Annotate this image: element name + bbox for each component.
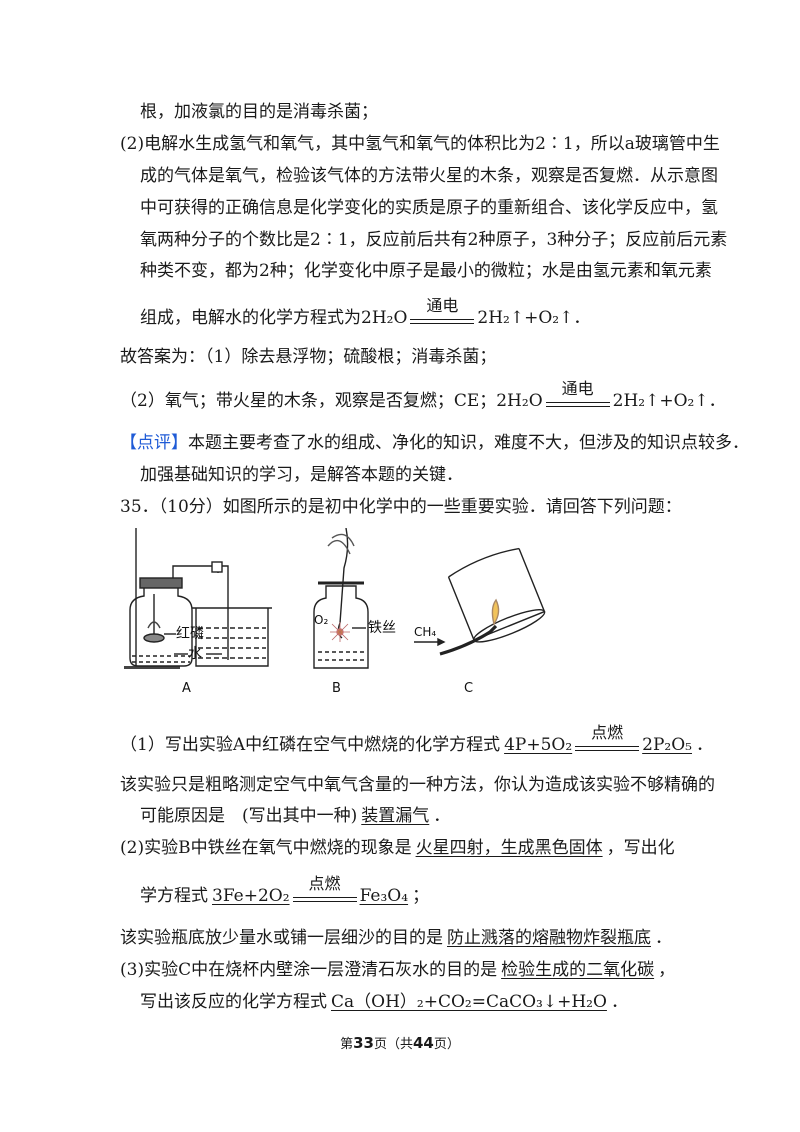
reaction-arrow: 通电 (544, 379, 612, 413)
reaction-arrow: 点燃 (291, 874, 359, 908)
text-segment: 学方程式 (140, 886, 208, 906)
caption-c: C (464, 681, 473, 696)
question-title: 35．（10分）如图所示的是初中化学中的一些重要实验．请回答下列问题： (120, 497, 682, 517)
text-segment: (2)实验B中铁丝在氧气中燃烧的现象是 (120, 838, 412, 858)
clamp (211, 561, 223, 573)
reaction-condition: 点燃 (591, 723, 624, 742)
reaction-arrow: 通电 (408, 296, 476, 330)
label-red-phosphorus: 红磷 (176, 626, 204, 642)
text-segment: ． (696, 735, 713, 755)
text-line: 氧两种分子的个数比是2∶1，反应前后共有2种原子，3种分子；反应前后元素 (140, 230, 728, 250)
text-segment: 该实验瓶底放少量水或铺一层细沙的目的是 (120, 928, 443, 948)
text-line: 根，加液氯的目的是消毒杀菌； (140, 102, 378, 122)
caption-b: B (332, 681, 341, 696)
beaker-a (195, 608, 269, 667)
text-line: (2)电解水生成氢气和氧气，其中氢气和氧气的体积比为2∶1，所以a玻璃管中生 (120, 134, 720, 154)
answer-blank: 防止溅落的熔融物炸裂瓶底 (447, 928, 651, 948)
label-ch4: CH₄ (414, 625, 436, 639)
answer-blank: 火星四射，生成黑色固体 (415, 838, 603, 858)
text-segment: ，写出化 (606, 838, 675, 858)
reaction-arrow: 点燃 (573, 723, 641, 757)
question-line: 可能原因是 (写出其中一种)装置漏气． (140, 804, 450, 828)
text-segment: ． (610, 992, 628, 1012)
answer-blank: 检验生成的二氧化碳 (501, 960, 655, 980)
stopper (139, 577, 183, 589)
footer-text: 第 (340, 1037, 354, 1052)
reaction-condition: 通电 (561, 379, 594, 398)
question-line: 该实验瓶底放少量水或铺一层细沙的目的是防止溅落的熔融物炸裂瓶底． (120, 926, 672, 950)
question-line: (2)实验B中铁丝在氧气中燃烧的现象是火星四射，生成黑色固体，写出化 (120, 836, 675, 860)
equation-left: 3Fe+2O₂ (212, 886, 290, 906)
text-segment: 组成，电解水的化学方程式为2H₂O (140, 308, 408, 328)
equation-line: （2）氧气；带火星的木条，观察是否复燃；CE；2H₂O 通电 2H₂↑+O₂↑． (120, 379, 726, 413)
answer-blank: 4P+5O₂ 点燃 2P₂O₅ (500, 723, 696, 757)
beaker-c (447, 547, 546, 643)
iron-wire (339, 528, 349, 624)
label-oxygen: O₂ (314, 613, 328, 627)
equation-right: 2P₂O₅ (642, 735, 692, 755)
text-line: 种类不变，都为2种；化学变化中原子是最小的微粒；水是由氢元素和氧元素 (140, 261, 712, 281)
ch4-tube (439, 624, 498, 656)
text-segment: ； (412, 886, 430, 906)
answer-blank: 装置漏气 (361, 806, 430, 826)
text-line: 加强基础知识的学习，是解答本题的关键． (140, 465, 463, 485)
text-segment: 2H₂↑+O₂↑． (477, 308, 591, 328)
jar-a (129, 585, 193, 667)
text-segment: 写出该反应的化学方程式 (140, 992, 327, 1012)
text-segment: （2）氧气；带火星的木条，观察是否复燃；CE；2H₂O (120, 391, 543, 411)
reaction-condition: 通电 (426, 296, 459, 315)
text-segment: ． (433, 806, 451, 826)
equation-right: Fe₃O₄ (359, 886, 409, 906)
bottle-b (313, 585, 369, 669)
label-water: 水 (188, 646, 202, 662)
answer-blank: 3Fe+2O₂ 点燃 Fe₃O₄ (208, 874, 412, 908)
caption-a: A (182, 681, 191, 696)
text-segment: 可能原因是 (写出其中一种) (140, 806, 358, 826)
page-footer: 第33页（共44页） (0, 1034, 800, 1054)
answer-blank: Ca（OH）₂+CO₂=CaCO₃↓+H₂O (331, 992, 607, 1012)
total-pages: 44 (413, 1034, 434, 1052)
experiment-figure: 红磷 水 O₂ 铁丝 CH₄ A B C (124, 528, 546, 696)
review-tag: 【点评】 (120, 433, 188, 453)
question-line: (3)实验C中在烧杯内壁涂一层澄清石灰水的目的是检验生成的二氧化碳， (120, 958, 675, 982)
equation-line: 组成，电解水的化学方程式为2H₂O 通电 2H₂↑+O₂↑． (140, 296, 591, 330)
text-segment: ． (655, 928, 672, 948)
reaction-condition: 点燃 (308, 874, 341, 893)
review-line: 【点评】本题主要考查了水的组成、净化的知识，难度不大，但涉及的知识点较多． (120, 431, 749, 455)
text-segment: ， (658, 960, 676, 980)
text-line: 中可获得的正确信息是化学变化的实质是原子的重新组合、该化学反应中，氢 (140, 198, 718, 218)
page-number: 33 (353, 1034, 374, 1052)
flame (491, 598, 500, 626)
text-line: 该实验只是粗略测定空气中氧气含量的一种方法，你认为造成该实验不够精确的 (120, 775, 715, 795)
label-iron-wire: 铁丝 (368, 620, 396, 636)
text-segment: （1）写出实验A中红磷在空气中燃烧的化学方程式 (120, 735, 501, 755)
text-segment: 2H₂↑+O₂↑． (612, 391, 726, 411)
text-line: 成的气体是氧气，检验该气体的方法带火星的木条，观察是否复燃．从示意图 (140, 166, 718, 186)
text-segment: (3)实验C中在烧杯内壁涂一层澄清石灰水的目的是 (120, 960, 498, 980)
footer-text: 页（共 (373, 1037, 413, 1052)
footer-text: 页） (433, 1037, 460, 1052)
answer-header: 故答案为：（1）除去悬浮物；硫酸根；消毒杀菌； (120, 347, 497, 367)
equation-left: 4P+5O₂ (504, 735, 573, 755)
text-segment: 本题主要考查了水的组成、净化的知识，难度不大，但涉及的知识点较多． (188, 433, 749, 453)
